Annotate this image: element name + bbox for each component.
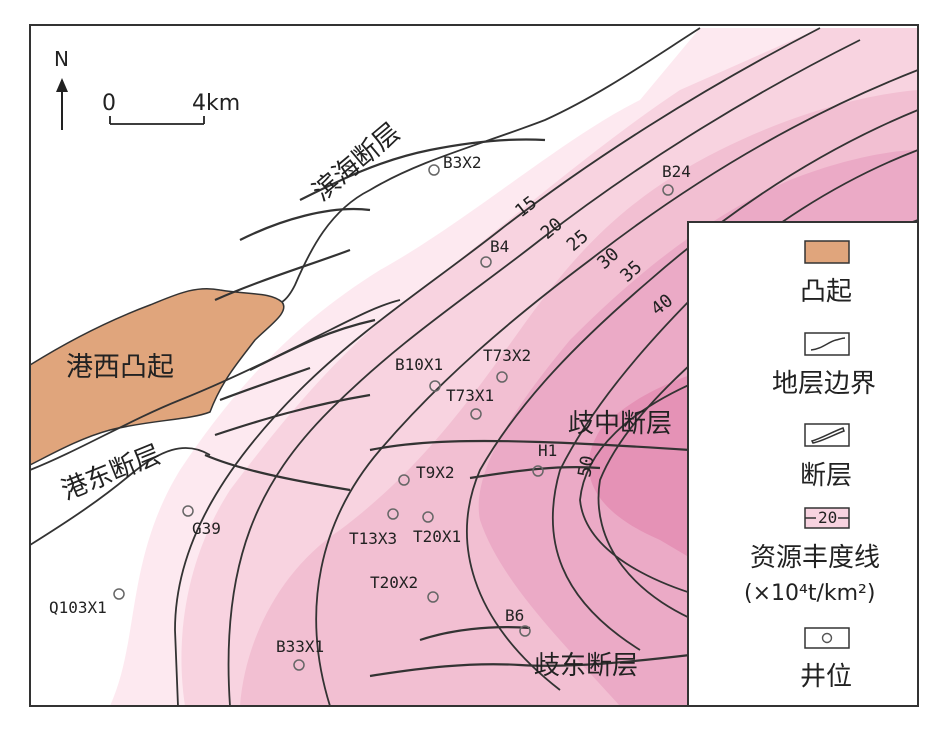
well-marker [519,625,531,637]
legend-contour-label: 资源丰度线 [750,543,880,573]
legend-contour-sample: 20 [818,508,837,527]
legend-fault-label: 断层 [800,461,852,491]
well-marker [429,380,441,392]
well-label: B10X1 [395,355,443,374]
legend-box [687,221,919,707]
well-marker [398,474,410,486]
scale-start: 0 [102,91,116,116]
well-marker [422,511,434,523]
well-marker [427,591,439,603]
legend-uplift-label: 凸起 [800,277,852,307]
well-label: G39 [192,519,221,538]
scale-end: 4km [192,91,240,116]
legend-fault-line [810,427,845,444]
well-marker [387,508,399,520]
uplift-label: 港西凸起 [66,352,174,383]
well-b4: B4 [480,237,509,268]
scale-bar: 0 4km [102,91,240,125]
well-label: B4 [490,237,509,256]
well-t73x1: T73X1 [446,386,494,420]
well-marker [182,505,194,517]
qizhong-fault-label: 歧中断层 [568,409,672,439]
well-marker [113,588,125,600]
well-label: Q103X1 [49,598,107,617]
well-b6: B6 [505,606,531,637]
well-label: B3X2 [443,153,482,172]
well-marker [532,465,544,477]
well-label: B24 [662,162,691,181]
well-marker [470,408,482,420]
well-label: T73X2 [483,346,531,365]
well-marker [496,371,508,383]
binhai-fault-label: 滨海断层 [307,118,406,208]
well-t20x2: T20X2 [370,573,439,603]
legend-contour-unit: (×10⁴t/km²) [744,581,875,606]
well-b24: B24 [662,162,691,196]
well-label: T20X1 [413,527,461,546]
well-q103x1: Q103X1 [49,588,125,617]
well-label: T9X2 [416,463,455,482]
well-g39: G39 [182,505,221,538]
well-label: H1 [538,441,557,460]
well-t13x3: T13X3 [349,508,399,548]
well-b3x2: B3X2 [428,153,482,176]
contour-label-50: 50 [574,454,598,479]
well-label: B6 [505,606,524,625]
well-marker [480,256,492,268]
north-arrow: N [54,47,69,130]
well-marker [293,659,305,671]
legend-boundary-line [810,337,846,351]
well-t9x2: T9X2 [398,463,455,486]
legend: 凸起 地层边界 断层 20 资源丰度线 (×10⁴t/km²) 井位 [687,221,919,707]
legend-well-symbol [821,632,833,644]
well-t20x1: T20X1 [413,511,461,546]
legend-uplift-swatch [804,240,850,264]
legend-well-label: 井位 [800,662,852,692]
well-t73x2: T73X2 [483,346,531,383]
well-label: T13X3 [349,529,397,548]
well-label: T20X2 [370,573,418,592]
well-b33x1: B33X1 [276,637,324,671]
gangxi-uplift [30,287,285,466]
qidong-fault-label: 歧东断层 [534,651,638,681]
well-marker [428,164,440,176]
well-b10x1: B10X1 [395,355,443,392]
well-marker [662,184,674,196]
well-label: T73X1 [446,386,494,405]
north-label: N [54,47,69,71]
legend-boundary-label: 地层边界 [772,369,876,399]
well-h1: H1 [532,441,557,477]
well-label: B33X1 [276,637,324,656]
